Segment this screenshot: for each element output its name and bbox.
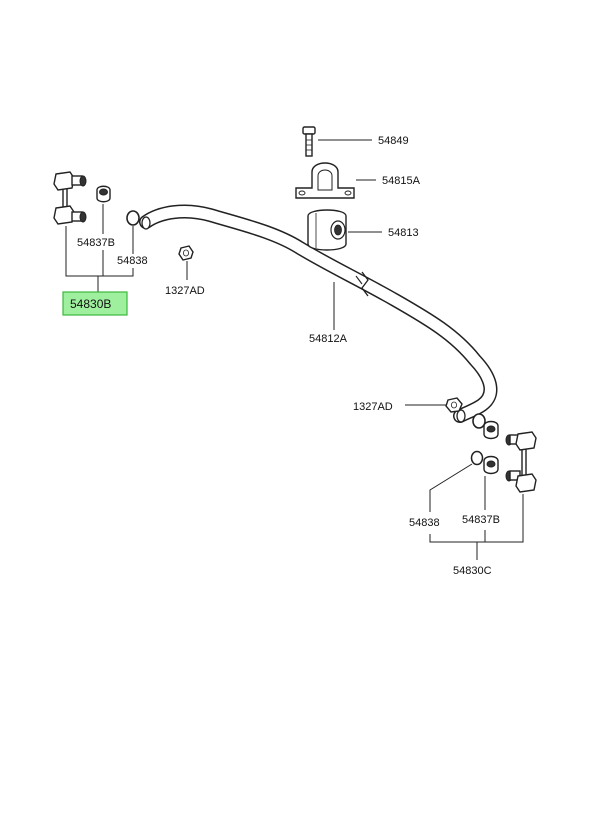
bushing-54837b-right[interactable] <box>483 455 499 475</box>
bushing-54837b-left[interactable] <box>96 185 111 203</box>
leader-54838-right <box>429 463 473 512</box>
stabilizer-link-left[interactable] <box>53 171 87 225</box>
label-54849[interactable]: 54849 <box>378 135 409 147</box>
highlight-54830b[interactable] <box>62 291 128 316</box>
nut-1327ad-left[interactable] <box>178 245 194 261</box>
stabilizer-bar[interactable] <box>139 204 498 423</box>
stabilizer-link-right[interactable] <box>505 431 537 493</box>
label-54813[interactable]: 54813 <box>388 227 419 239</box>
bolt-54849[interactable] <box>302 126 316 157</box>
washer-54838-left[interactable] <box>126 210 140 226</box>
label-54837b-right[interactable]: 54837B <box>462 514 500 526</box>
label-1327ad-right[interactable]: 1327AD <box>353 401 393 413</box>
label-54838-left[interactable]: 54838 <box>117 255 148 267</box>
label-54830c[interactable]: 54830C <box>453 565 492 577</box>
label-54838-right[interactable]: 54838 <box>409 517 440 529</box>
bracket-54830b <box>65 226 134 277</box>
bracket-54815a[interactable] <box>295 162 355 199</box>
bushing-right-upper[interactable] <box>483 420 499 440</box>
washer-right-upper[interactable] <box>472 413 486 429</box>
label-54815a[interactable]: 54815A <box>382 175 421 187</box>
label-1327ad-left[interactable]: 1327AD <box>165 285 205 297</box>
label-54837b-left[interactable]: 54837B <box>77 237 115 249</box>
bushing-54813[interactable] <box>307 209 347 251</box>
nut-1327ad-right[interactable] <box>445 397 463 413</box>
washer-54838-right[interactable] <box>470 450 484 466</box>
label-54830b[interactable]: 54830B <box>70 297 111 311</box>
label-54812a[interactable]: 54812A <box>309 333 348 345</box>
